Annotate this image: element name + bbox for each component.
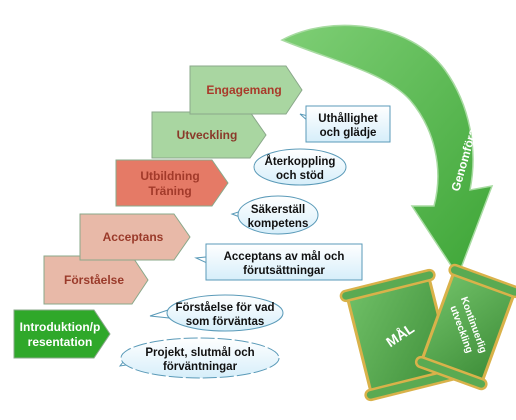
step-engagemang-shape	[189, 65, 303, 115]
note-aterkoppling-text-1: Återkoppling	[265, 155, 336, 168]
note-projekt-text-1: Projekt, slutmål och	[145, 347, 254, 359]
note-forstaelse-text-1: Förståelse för vad	[175, 302, 274, 314]
step-forstaelse: Förståelse	[43, 255, 149, 305]
note-forstaelse-shape	[166, 294, 284, 332]
callout-notes: Projekt, slutmål och förväntningar Förståe…	[118, 105, 391, 379]
note-forstaelse-text-2: som förväntas	[186, 316, 265, 328]
step-engagemang-label: Engagemang	[206, 83, 281, 97]
note-sakerstall-shape	[237, 195, 319, 235]
note-projekt-text-2: förväntningar	[163, 361, 238, 373]
note-sakerstall: Säkerställ kompetens	[230, 195, 319, 235]
step-utbildning-label-2: Träning	[148, 184, 191, 198]
note-aterkoppling-text-2: och stöd	[276, 170, 324, 182]
note-aterkoppling-shape	[253, 148, 347, 186]
note-forstaelse: Förståelse för vad som förväntas	[149, 294, 284, 332]
step-acceptans-label: Acceptans	[103, 230, 164, 244]
step-utbildning-shape	[115, 159, 229, 207]
step-introduktion-label: Introduktion/p	[20, 320, 101, 334]
note-acceptans-text-2: förutsättningar	[243, 265, 325, 277]
step-engagemang: Engagemang	[189, 65, 303, 115]
note-uthallighet: Uthållighet och glädje	[299, 105, 391, 143]
step-forstaelse-label: Förståelse	[64, 273, 124, 287]
step-utveckling-label: Utveckling	[177, 128, 238, 142]
step-introduktion-shape	[13, 309, 111, 359]
step-acceptans-shape	[79, 213, 191, 261]
note-acceptans: Acceptans av mål och förutsättningar	[194, 243, 363, 281]
note-acceptans-shape	[205, 243, 363, 281]
note-aterkoppling: Återkoppling och stöd	[253, 148, 347, 186]
note-acceptans-text-1: Acceptans av mål och	[224, 251, 345, 263]
note-uthallighet-shape	[305, 105, 391, 143]
note-uthallighet-text-1: Uthållighet	[318, 113, 378, 125]
note-uthallighet-text-2: och glädje	[320, 127, 377, 139]
step-introduktion-label-2: resentation	[28, 335, 93, 349]
note-sakerstall-text-1: Säkerställ	[251, 204, 305, 216]
step-acceptans: Acceptans	[79, 213, 191, 261]
note-sakerstall-text-2: kompetens	[248, 218, 309, 230]
note-projekt: Projekt, slutmål och förväntningar	[118, 337, 280, 379]
step-utbildning-label: Utbildning	[140, 169, 199, 183]
note-projekt-shape	[120, 337, 280, 379]
scroll-kontinuerlig: Kontinuerlig utveckling	[414, 263, 516, 391]
step-utveckling: Utveckling	[151, 111, 267, 159]
